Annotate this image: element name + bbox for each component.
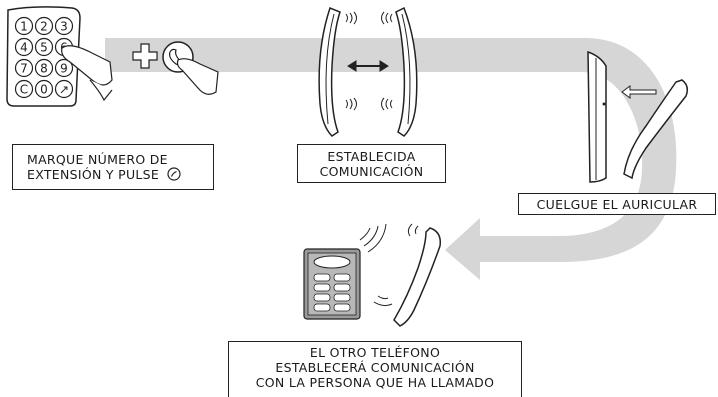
svg-text:7: 7: [20, 62, 28, 76]
svg-text:2: 2: [40, 20, 48, 34]
handset-left-icon: [318, 7, 341, 137]
caption-line: CON LA PERSONA QUE HA LLAMADO: [255, 375, 495, 390]
svg-text:1: 1: [20, 20, 28, 34]
panel-call-button: [333, 303, 351, 312]
keypad-key: 1: [14, 16, 34, 36]
step-other-phone-caption: EL OTRO TELÉFONO ESTABLECERÁ COMUNICACIÓ…: [228, 341, 522, 397]
step-hangup-caption: CUELGUE EL AURICULAR: [518, 193, 716, 215]
flow-arrow: [105, 38, 677, 280]
caption-line: COMUNICACIÓN: [319, 164, 424, 179]
caption-line: ESTABLECERÁ COMUNICACIÓN: [275, 360, 475, 375]
keypad-key: 0: [34, 79, 54, 99]
keypad-key: 5: [34, 37, 54, 57]
handset-right-icon: [395, 6, 418, 137]
panel-call-button: [333, 273, 351, 282]
handset-other-icon: [393, 223, 442, 327]
step-dial-caption: MARQUE NÚMERO DE EXTENSIÓN Y PULSE: [12, 144, 214, 190]
panel-call-button: [313, 293, 331, 302]
step-connected-caption: ESTABLECIDA COMUNICACIÓN: [297, 144, 446, 183]
svg-text:8: 8: [40, 62, 48, 76]
phone-base-icon: [587, 50, 607, 183]
caption-line: EL OTRO TELÉFONO: [309, 345, 441, 360]
panel-call-button: [333, 283, 351, 292]
svg-text:9: 9: [60, 62, 68, 76]
caption-text: EXTENSIÓN Y PULSE: [27, 167, 160, 182]
finger-press-icon: [61, 45, 113, 102]
panel-sound-waves: [359, 223, 393, 307]
panel-call-button: [333, 293, 351, 302]
keypad-key: 3: [54, 16, 74, 36]
plus-icon: [132, 43, 158, 69]
svg-text:C: C: [20, 83, 28, 97]
svg-text:3: 3: [60, 20, 68, 34]
svg-text:4: 4: [20, 41, 28, 55]
keypad-key: 7: [14, 58, 34, 78]
finger-call-icon: [176, 58, 219, 95]
caption-line: CUELGUE EL AURICULAR: [536, 197, 698, 212]
panel-call-button: [313, 273, 331, 282]
keypad-key: 2: [34, 16, 54, 36]
door-panel-icon: [303, 248, 361, 320]
caption-line: ESTABLECIDA: [327, 149, 416, 164]
caption-line: EXTENSIÓN Y PULSE: [27, 167, 213, 182]
keypad-key: 4: [14, 37, 34, 57]
hang-up-arrow-icon: [621, 85, 657, 99]
svg-text:0: 0: [40, 83, 48, 97]
svg-text:↗: ↗: [59, 83, 69, 97]
keypad-key: C: [14, 79, 34, 99]
caption-line: MARQUE NÚMERO DE: [27, 152, 168, 167]
handset-hangup-icon: [623, 79, 689, 180]
panel-call-button: [313, 303, 331, 312]
keypad-key: ↗: [54, 79, 74, 99]
sound-waves: [345, 11, 393, 111]
keypad-key: 8: [34, 58, 54, 78]
call-key-icon: [167, 167, 181, 181]
keypad-key: 9: [54, 58, 74, 78]
double-arrow-icon: [347, 60, 389, 72]
svg-text:5: 5: [40, 41, 48, 55]
panel-call-button: [313, 283, 331, 292]
